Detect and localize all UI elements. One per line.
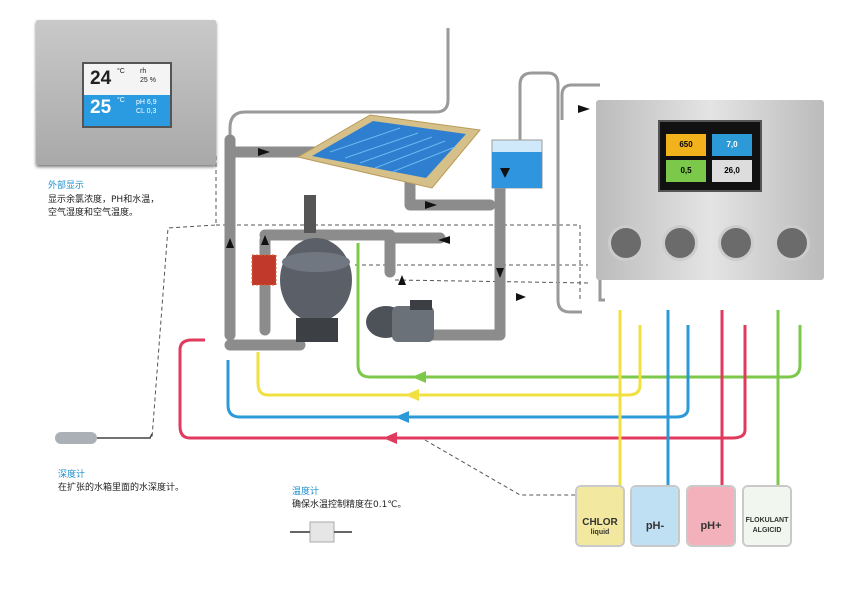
depth-probe-icon xyxy=(55,432,153,444)
controller-screen: 650 7,0 0,5 26,0 xyxy=(658,120,762,192)
display-caption-title: 外部显示 xyxy=(48,181,85,191)
canister-ph-plus: pH+ xyxy=(686,485,736,547)
tile-4: 26,0 xyxy=(712,160,752,182)
pump-head-3 xyxy=(718,225,754,261)
canister-chlor-label: CHLOR xyxy=(582,517,618,528)
humidity-value: 25 % xyxy=(140,77,156,84)
depth-caption-text: 在扩张的水箱里面的水深度计。 xyxy=(58,483,185,493)
tile-2: 7,0 xyxy=(712,134,752,156)
sand-filter-icon xyxy=(280,195,352,342)
pool-icon xyxy=(296,114,481,189)
pump-icon xyxy=(366,300,434,342)
canister-ph-minus: pH- xyxy=(630,485,680,547)
pump-head-2 xyxy=(662,225,698,261)
temp-caption-text: 确保水温控制精度在0.1℃。 xyxy=(292,500,407,510)
pump-head-4 xyxy=(774,225,810,261)
air-temp-value: 24 xyxy=(90,68,112,89)
water-temp-unit: °C xyxy=(117,97,125,104)
display-caption-line-1: 显示余氯浓度，PH和水温， xyxy=(48,195,160,205)
wall-display-panel: 24 °C rh 25 % 25 °C pH 6,9 CL 0,3 xyxy=(36,20,216,165)
depth-caption-title: 深度计 xyxy=(58,470,86,480)
cl-value: CL 0,3 xyxy=(136,108,157,115)
display-screen: 24 °C rh 25 % 25 °C pH 6,9 CL 0,3 xyxy=(82,62,172,128)
canister-ph-minus-label: pH- xyxy=(645,520,665,532)
temp-caption-title: 温度计 xyxy=(292,487,320,497)
temp-sensor-icon xyxy=(290,521,352,543)
display-caption-line-2: 空气湿度和空气温度。 xyxy=(48,208,139,218)
canister-flokulant-label: FLOKULANT xyxy=(745,517,789,524)
rh-label: rh xyxy=(140,68,147,75)
canister-ph-plus-label: pH+ xyxy=(700,520,722,532)
canister-flokulant-sub: ALGICID xyxy=(752,527,782,534)
dosing-controller: 650 7,0 0,5 26,0 xyxy=(596,100,824,280)
tile-3: 0,5 xyxy=(666,160,706,182)
water-temp-value: 25 xyxy=(90,97,112,118)
pump-head-1 xyxy=(608,225,644,261)
canister-flokulant: FLOKULANT ALGICID xyxy=(742,485,792,547)
tile-1: 650 xyxy=(666,134,706,156)
canister-chlor-sub: liquid xyxy=(590,529,610,536)
canister-chlor: CHLOR liquid xyxy=(575,485,625,547)
ph-value: pH 6,9 xyxy=(136,99,157,106)
air-temp-unit: °C xyxy=(117,68,125,75)
